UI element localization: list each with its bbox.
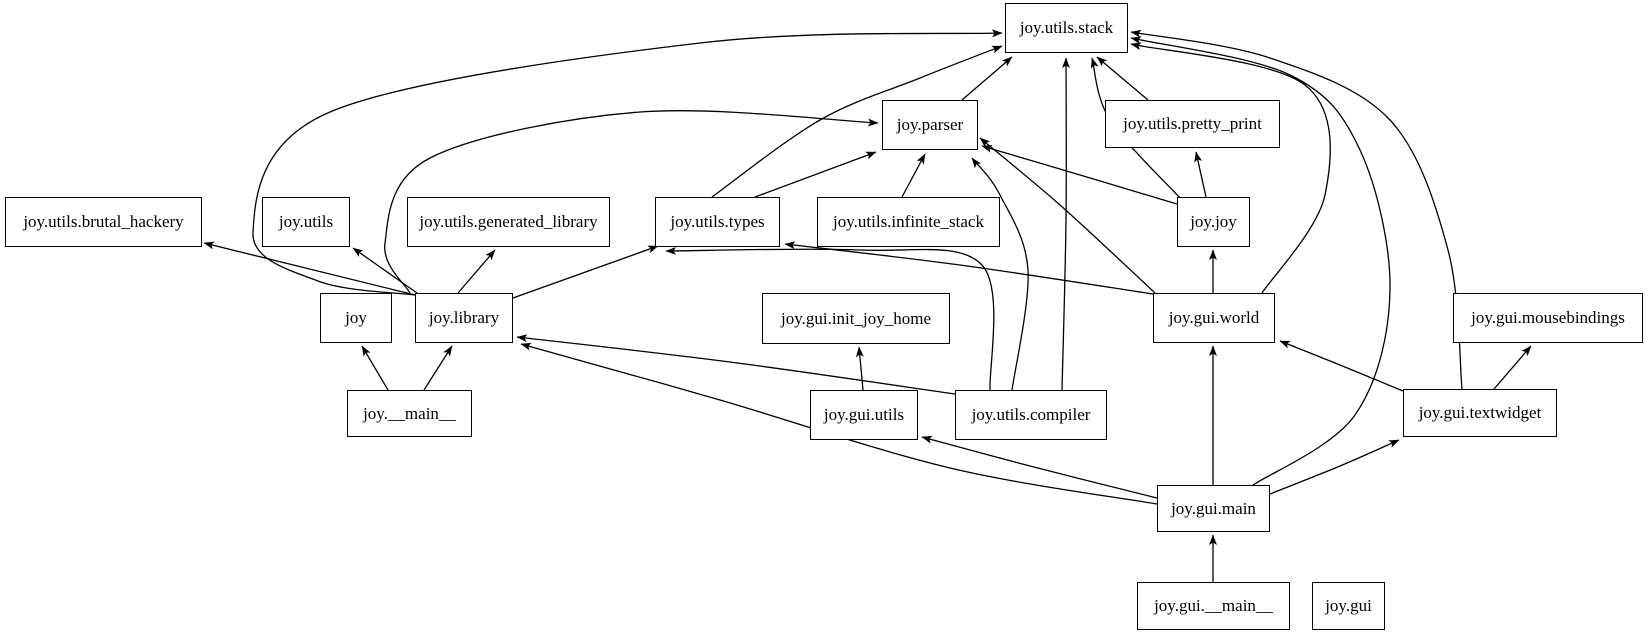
edge-joy-gui-world-to-joy-parser: [979, 137, 1156, 294]
node-joy-utils-pretty-print: joy.utils.pretty_print: [1105, 100, 1280, 148]
node-joy-main-module: joy.__main__: [347, 390, 472, 437]
edge-joy-library-to-joy-utils: [352, 247, 418, 294]
edge-joy-library-to-joy-utils-stack: [252, 29, 1003, 296]
node-joy-gui-init-joy-home: joy.gui.init_joy_home: [762, 293, 950, 344]
edge-joy-main-module-to-joy-library: [423, 345, 453, 391]
node-joy-gui-textwidget: joy.gui.textwidget: [1403, 389, 1557, 437]
node-joy-parser: joy.parser: [882, 100, 978, 150]
node-joy-joy: joy.joy: [1177, 197, 1250, 247]
edge-joy-main-module-to-joy: [361, 345, 389, 391]
node-joy-utils-stack: joy.utils.stack: [1005, 3, 1128, 53]
edge-joy-gui-textwidget-to-joy-gui-world: [1279, 340, 1404, 392]
node-joy-gui-utils: joy.gui.utils: [810, 390, 918, 440]
node-joy-gui: joy.gui: [1312, 582, 1385, 630]
edge-joy-utils-compiler-to-joy-utils-types: [665, 246, 995, 391]
node-joy-utils-compiler: joy.utils.compiler: [955, 390, 1107, 440]
node-joy-library: joy.library: [415, 293, 513, 343]
node-joy-gui-mousebindings: joy.gui.mousebindings: [1453, 293, 1643, 343]
edge-joy-joy-to-joy-utils-pretty-print: [1194, 151, 1207, 198]
node-joy-gui-main-module: joy.gui.__main__: [1137, 582, 1290, 630]
edge-joy-gui-main-to-joy-gui-utils: [921, 435, 1158, 499]
edge-joy-gui-world-to-joy-utils-stack: [1130, 42, 1332, 294]
edge-joy-parser-to-joy-utils-stack: [961, 56, 1013, 101]
edge-joy-utils-infinite-stack-to-joy-parser: [901, 153, 926, 198]
node-joy-utils-brutal-hackery: joy.utils.brutal_hackery: [5, 197, 202, 247]
edge-joy-utils-compiler-to-joy-parser: [971, 157, 1029, 391]
node-joy-gui-main: joy.gui.main: [1157, 485, 1270, 532]
edge-joy-library-to-joy-utils-brutal-hackery: [203, 241, 416, 296]
edge-joy-library-to-joy-parser: [384, 110, 879, 294]
edge-joy-gui-world-to-joy-utils-types: [784, 241, 1154, 295]
node-joy-gui-world: joy.gui.world: [1153, 293, 1275, 343]
edge-joy-library-to-joy-utils-types: [512, 245, 659, 299]
edge-joy-gui-utils-to-joy-gui-init-joy-home: [855, 346, 864, 391]
edge-joy-gui-main-to-joy-utils-stack: [1130, 36, 1391, 486]
node-joy-utils-generated-library: joy.utils.generated_library: [407, 197, 610, 247]
edge-joy-gui-main-to-joy-gui-textwidget: [1269, 439, 1400, 495]
edge-joy-library-to-joy-utils-generated-library: [457, 249, 496, 294]
edge-joy-gui-textwidget-to-joy-gui-mousebindings: [1493, 345, 1532, 390]
edge-joy-utils-types-to-joy-utils-stack: [711, 45, 1003, 198]
node-joy-utils-types: joy.utils.types: [655, 197, 780, 247]
edge-joy-utils-compiler-to-joy-utils-stack: [1061, 57, 1071, 391]
node-joy-utils-infinite-stack: joy.utils.infinite_stack: [817, 197, 1000, 247]
edge-joy-utils-types-to-joy-parser: [754, 151, 877, 198]
edge-joy-utils-compiler-to-joy-library: [516, 334, 956, 395]
edge-joy-utils-pretty-print-to-joy-utils-stack: [1096, 56, 1149, 101]
node-joy-utils: joy.utils: [262, 197, 350, 247]
node-joy: joy: [320, 293, 392, 343]
edge-joy-joy-to-joy-parser: [981, 144, 1178, 205]
